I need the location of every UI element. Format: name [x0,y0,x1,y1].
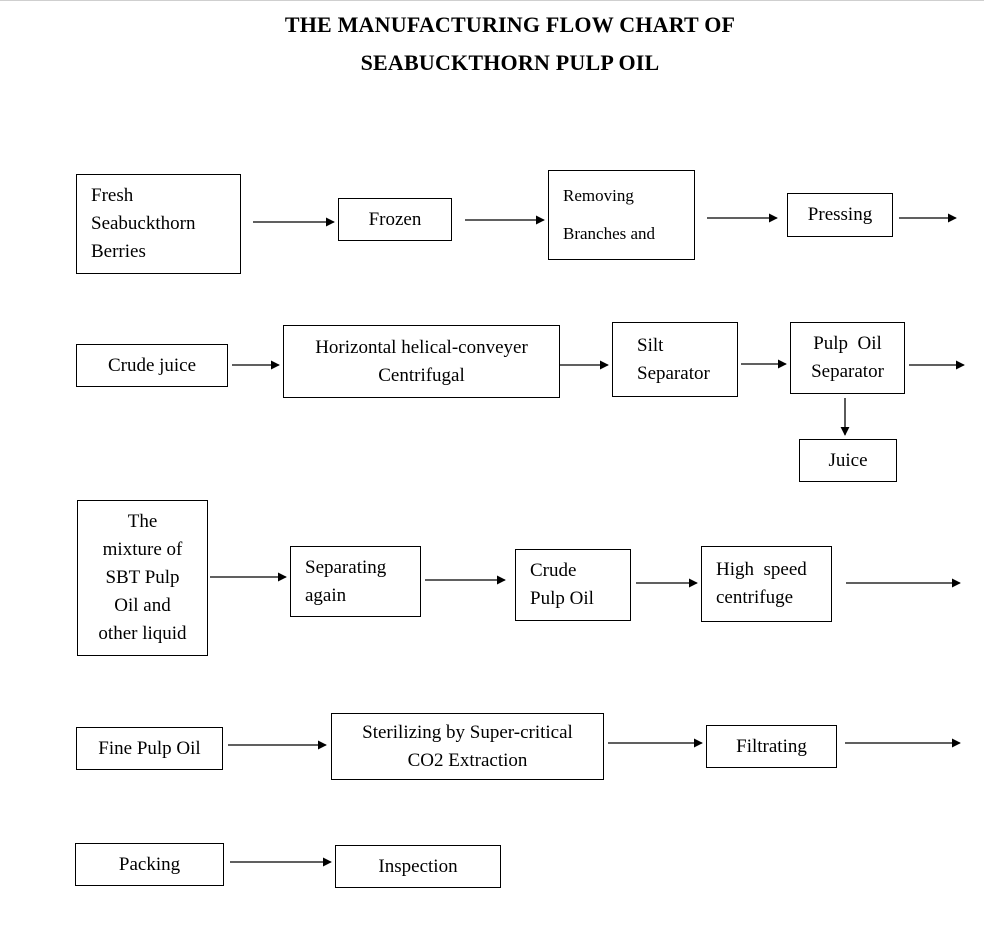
step-mixture-line-2: mixture of [102,539,183,560]
step-separating-again-line-1: Separating [305,556,387,578]
step-separating-again: Separating again [290,546,421,617]
step-crude-juice: Crude juice [76,344,228,387]
step-crude-pulp-oil: Crude Pulp Oil [515,549,631,621]
step-separating-again-line-2: again [305,584,347,606]
step-fresh-berries-line-1: Fresh [91,185,134,206]
top-border-line [0,0,984,1]
step-mixture-line-3: SBT Pulp [105,567,180,588]
step-filtrating: Filtrating [706,725,837,768]
step-pulp-oil-separator: Pulp Oil Separator [790,322,905,394]
step-fine-pulp-oil: Fine Pulp Oil [76,727,223,770]
step-inspection: Inspection [335,845,501,888]
step-pulp-oil-separator-line-1: Pulp Oil [813,333,882,354]
step-mixture-line-1: The [127,511,158,532]
step-pressing-label: Pressing [807,204,873,225]
step-inspection-label: Inspection [378,855,458,877]
step-juice: Juice [799,439,897,482]
step-fine-pulp-oil-label: Fine Pulp Oil [98,737,201,759]
step-high-speed-centrifuge: High speed centrifuge [701,546,832,622]
step-filtrating-label: Filtrating [736,735,807,757]
chart-title-line-1: THE MANUFACTURING FLOW CHART OF [284,12,736,37]
step-fresh-berries-line-3: Berries [91,241,146,262]
step-frozen: Frozen [338,198,452,241]
step-crude-pulp-oil-line-2: Pulp Oil [530,588,594,609]
step-high-speed-centrifuge-line-2: centrifuge [716,587,794,608]
step-removing-branches: Removing Branches and [548,170,695,260]
step-silt-separator: Silt Separator [612,322,738,397]
step-packing: Packing [75,843,224,886]
chart-title-line-2: SEABUCKTHORN PULP OIL [360,50,660,75]
step-sterilizing-line-1: Sterilizing by Super-critical [362,721,573,743]
step-juice-label: Juice [828,449,868,471]
step-silt-separator-line-2: Separator [637,362,710,384]
step-crude-pulp-oil-line-1: Crude [530,560,577,581]
step-sterilizing-line-2: CO2 Extraction [407,749,528,771]
step-crude-juice-label: Crude juice [107,354,197,376]
step-horizontal-centrifugal-line-2: Centrifugal [378,364,465,386]
step-mixture: The mixture of SBT Pulp Oil and other li… [77,500,208,656]
step-packing-label: Packing [118,853,181,875]
step-fresh-berries: Fresh Seabuckthorn Berries [76,174,241,274]
step-frozen-label: Frozen [368,208,422,230]
step-horizontal-centrifugal-line-1: Horizontal helical-conveyer [315,336,528,358]
step-pulp-oil-separator-line-2: Separator [811,361,884,382]
step-silt-separator-line-1: Silt [637,334,664,356]
step-mixture-line-5: other liquid [98,623,187,644]
step-removing-branches-line-1: Removing [563,186,634,205]
step-horizontal-centrifugal: Horizontal helical-conveyer Centrifugal [283,325,560,398]
step-sterilizing: Sterilizing by Super-critical CO2 Extrac… [331,713,604,780]
step-pressing: Pressing [787,193,893,237]
step-high-speed-centrifuge-line-1: High speed [716,559,807,580]
step-mixture-line-4: Oil and [114,595,171,616]
step-fresh-berries-line-2: Seabuckthorn [91,213,196,234]
step-removing-branches-line-2: Branches and [563,224,656,243]
